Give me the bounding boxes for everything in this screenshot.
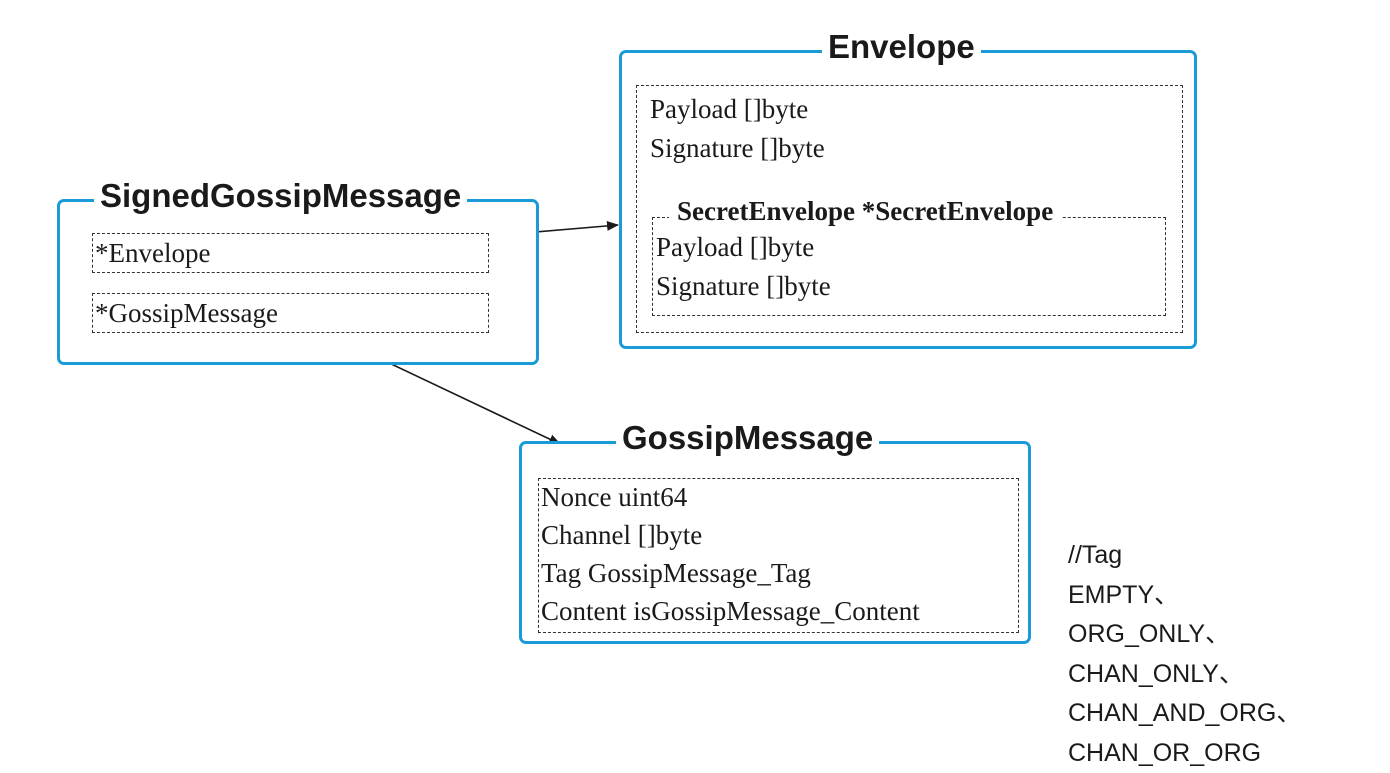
signed-gossip-message-title: SignedGossipMessage — [94, 176, 467, 216]
secret-envelope-box: SecretEnvelope *SecretEnvelope Payload [… — [652, 217, 1166, 316]
envelope-pointer-field-box: *Envelope — [92, 233, 489, 273]
secret-envelope-payload-field: Payload []byte — [656, 232, 814, 262]
gossip-message-pointer-field: *GossipMessage — [95, 298, 278, 328]
gossip-message-nonce-field: Nonce uint64 — [541, 482, 687, 512]
gossip-message-tag-field: Tag GossipMessage_Tag — [541, 558, 811, 588]
gossip-message-title: GossipMessage — [616, 418, 879, 458]
envelope-pointer-field: *Envelope — [95, 238, 210, 268]
gossip-message-content-field: Content isGossipMessage_Content — [541, 596, 920, 626]
envelope-signature-field: Signature []byte — [650, 133, 825, 163]
tag-values-note: //Tag EMPTY、 ORG_ONLY、 CHAN_ONLY、 CHAN_A… — [1068, 536, 1301, 773]
signed-gossip-message-box: SignedGossipMessage *Envelope *GossipMes… — [57, 199, 539, 365]
tag-value-org-only: ORG_ONLY、 — [1068, 615, 1301, 655]
tag-value-chan-or-org: CHAN_OR_ORG — [1068, 734, 1301, 773]
secret-envelope-title: SecretEnvelope *SecretEnvelope — [669, 194, 1061, 228]
secret-envelope-signature-field: Signature []byte — [656, 271, 831, 301]
gossip-message-box: GossipMessage Nonce uint64 Channel []byt… — [519, 441, 1031, 644]
envelope-payload-field: Payload []byte — [650, 94, 808, 124]
gossip-message-fields-box: Nonce uint64 Channel []byte Tag GossipMe… — [538, 478, 1019, 633]
gossip-message-channel-field: Channel []byte — [541, 520, 702, 550]
tag-value-empty: EMPTY、 — [1068, 576, 1301, 616]
envelope-title: Envelope — [822, 27, 981, 67]
gossip-message-pointer-field-box: *GossipMessage — [92, 293, 489, 333]
envelope-box: Envelope Payload []byte Signature []byte… — [619, 50, 1197, 349]
tag-value-chan-and-org: CHAN_AND_ORG、 — [1068, 694, 1301, 734]
tag-note-heading: //Tag — [1068, 536, 1301, 576]
envelope-fields-box: Payload []byte Signature []byte SecretEn… — [636, 85, 1183, 333]
tag-value-chan-only: CHAN_ONLY、 — [1068, 655, 1301, 695]
